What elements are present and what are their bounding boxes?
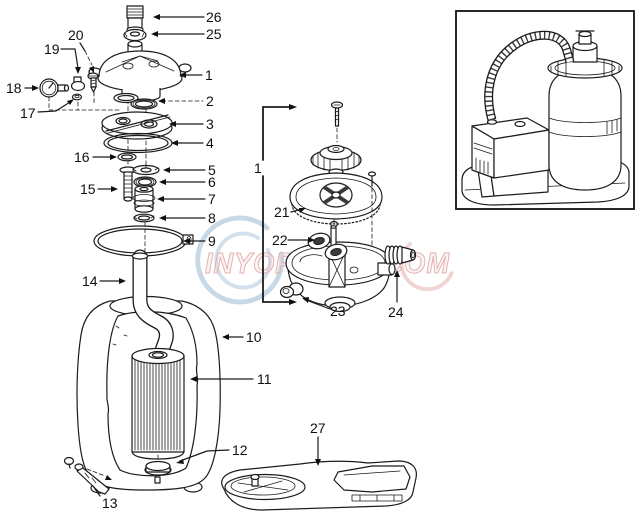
part-label-4: 4 — [206, 135, 214, 151]
part-label-9: 9 — [208, 233, 216, 249]
watermark-swoosh-inner — [214, 231, 273, 290]
part-label-7: 7 — [208, 191, 216, 207]
left-exploded-stack — [88, 5, 194, 257]
part-7-adapter — [132, 185, 156, 213]
part-25-nut — [123, 28, 147, 42]
valve-handle-knob — [310, 144, 362, 176]
part-label-21: 21 — [274, 204, 290, 220]
part-label-8: 8 — [208, 210, 216, 226]
part-27-base — [221, 460, 417, 511]
part-label-24: 24 — [388, 304, 404, 320]
valve-assembly — [262, 101, 417, 313]
part-label-3: 3 — [206, 116, 214, 132]
part-23-valve-body — [279, 241, 396, 313]
part-24-hose-adapter — [384, 245, 417, 265]
part-18-pressure-gauge — [39, 78, 70, 98]
inset-assembled-unit — [455, 10, 635, 210]
inset-pump — [471, 117, 550, 198]
watermark-swoosh-outer — [195, 215, 285, 305]
part-label-10: 10 — [246, 329, 262, 345]
part-label-1: 1 — [205, 67, 213, 83]
part-label-2: 2 — [206, 93, 214, 109]
part-13-drain-plug — [63, 456, 112, 495]
part-11-cartridge — [131, 347, 185, 460]
part-label-26: 26 — [206, 9, 222, 25]
part-label-11: 11 — [257, 371, 272, 387]
part-label-6: 6 — [208, 174, 216, 190]
part-26-fitting — [126, 5, 144, 33]
part-14-standpipe — [131, 249, 174, 361]
part-3-plate — [101, 111, 173, 140]
part-label-1-valve: 1 — [254, 160, 262, 176]
inset-filter-tank — [547, 30, 623, 191]
inset-hose — [484, 30, 575, 122]
part-label-25: 25 — [206, 26, 222, 42]
part-16-oring — [117, 152, 137, 162]
callouts: 26 25 1 2 3 4 16 5 6 15 7 8 9 — [6, 9, 404, 511]
part-label-19: 19 — [44, 41, 60, 57]
valve-cover-screw — [330, 101, 344, 143]
part-label-17: 17 — [20, 105, 36, 121]
part-22-diverter-gasket — [307, 225, 348, 261]
part-label-15: 15 — [80, 181, 96, 197]
part-20-screw — [87, 72, 99, 93]
part-21-valve-cover — [289, 171, 383, 247]
part-label-18: 18 — [6, 80, 22, 96]
part-label-27: 27 — [310, 420, 326, 436]
part-label-23: 23 — [330, 303, 346, 319]
part-label-13: 13 — [102, 495, 118, 511]
part-label-12: 12 — [232, 442, 248, 458]
part-12-bottom-cap — [144, 454, 172, 484]
part-8-oring — [133, 213, 155, 223]
part-17-nut — [71, 93, 83, 101]
part-19-valve-fitting — [70, 76, 86, 92]
gauge-cluster — [39, 72, 121, 111]
part-5-washer — [132, 164, 160, 176]
valve-assembly-bracket — [262, 104, 297, 305]
part-1-lid — [88, 40, 192, 102]
part-label-22: 22 — [272, 232, 288, 248]
part-label-14: 14 — [82, 273, 98, 289]
part-label-16: 16 — [74, 149, 90, 165]
part-2-oring — [113, 92, 158, 110]
tank-assembly — [63, 249, 221, 495]
part-label-20: 20 — [68, 27, 84, 43]
part-label-5: 5 — [208, 162, 216, 178]
